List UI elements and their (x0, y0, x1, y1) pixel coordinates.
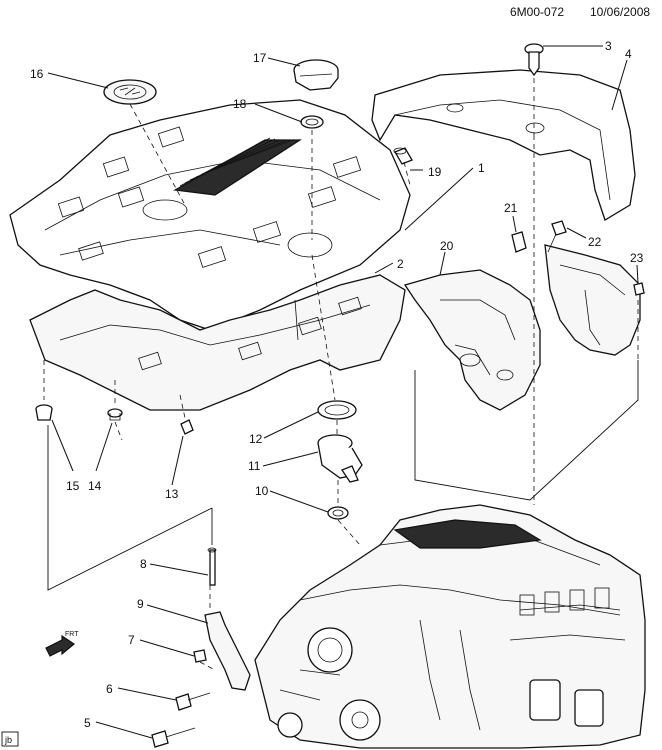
svg-text:jb: jb (4, 735, 12, 745)
callout-18: 18 (233, 97, 247, 111)
throttle-seal (317, 400, 357, 420)
callout-16: 16 (30, 67, 44, 81)
drawing-date: 10/06/2008 (590, 5, 650, 19)
cover-emblem (103, 79, 157, 105)
oil-fill-tube (317, 434, 363, 483)
cover-grommet (35, 404, 53, 421)
drawing-id: 6M00-072 (510, 5, 564, 19)
oil-fill-cap (293, 59, 339, 91)
cover-insulator (180, 419, 194, 435)
callout-1: 1 (478, 161, 485, 175)
callout-3: 3 (605, 39, 612, 53)
cover-emblem-recess (142, 199, 188, 221)
lower-bolt (151, 727, 196, 748)
engine-cover-lower (29, 274, 406, 411)
bracket-bolt (175, 692, 211, 711)
callout-9: 9 (137, 597, 144, 611)
callout-10: 10 (255, 484, 269, 498)
bracket-nut (193, 649, 207, 663)
callout-2: 2 (397, 257, 404, 271)
callout-23: 23 (630, 251, 644, 265)
callout-8: 8 (140, 557, 147, 571)
cover-retainer (107, 408, 123, 421)
shield-screw (633, 282, 645, 296)
callout-20: 20 (440, 239, 454, 253)
engine-cover-upper (9, 99, 411, 331)
right-reference-box (414, 360, 639, 501)
callout-11: 11 (248, 459, 261, 473)
throttle-body (307, 627, 353, 673)
cover-fill-opening (287, 232, 333, 258)
shield-bolt (547, 220, 567, 253)
left-reference-box (47, 425, 213, 591)
fill-tube-o-ring (327, 506, 349, 520)
side-cover (371, 69, 636, 221)
mounting-bracket (204, 611, 251, 691)
corner-tag: jb (1, 731, 19, 747)
front-direction-arrow-icon: FRT (45, 631, 79, 657)
mounting-stud (207, 547, 217, 586)
callout-13: 13 (165, 487, 179, 501)
callout-17: 17 (253, 51, 267, 65)
callout-4: 4 (625, 47, 632, 61)
callout-12: 12 (249, 432, 263, 446)
callout-19: 19 (428, 165, 442, 179)
fill-cap-seal (300, 115, 324, 129)
cover-bushing (393, 147, 413, 165)
callout-14: 14 (88, 479, 102, 493)
callout-22: 22 (588, 235, 602, 249)
callout-21: 21 (504, 201, 518, 215)
bracket-clip (511, 231, 527, 253)
front-label: FRT (65, 631, 79, 638)
intake-manifold-top (393, 519, 542, 549)
push-pin-retainer (524, 43, 544, 135)
engine-assembly (254, 504, 646, 749)
callout-15: 15 (66, 479, 80, 493)
pulley (339, 699, 381, 741)
callout-7: 7 (128, 633, 135, 647)
callout-5: 5 (84, 716, 91, 730)
callout-6: 6 (106, 682, 113, 696)
heat-shield (544, 244, 641, 356)
bracket-shield (403, 269, 541, 411)
